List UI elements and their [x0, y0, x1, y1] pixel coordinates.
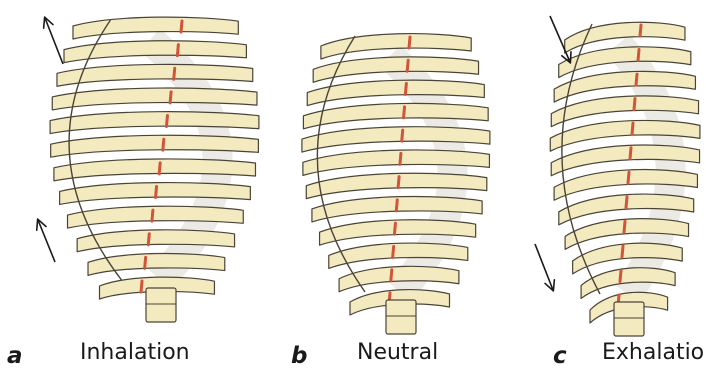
sternum-mark [141, 281, 142, 292]
sternum-mark [166, 116, 167, 127]
rib [57, 64, 253, 86]
inhalation-arrow-upper-icon [45, 18, 63, 64]
sternum-mark [407, 60, 408, 71]
spine-segment [386, 300, 416, 334]
sternum-mark [398, 177, 399, 188]
sternum-mark [638, 50, 639, 61]
sternum-mark [634, 99, 635, 110]
spine-segment [614, 302, 644, 336]
sternum-mark [394, 223, 395, 234]
rib [307, 80, 484, 105]
sternum-mark [396, 200, 397, 211]
sternum-mark [159, 163, 160, 174]
rib [52, 88, 257, 110]
sternum-mark [156, 186, 157, 197]
rib [303, 103, 488, 128]
exhalation-arrow-lower-icon [535, 244, 553, 290]
sternum-mark [630, 148, 631, 159]
sternum-mark [628, 172, 629, 183]
sternum-mark [148, 234, 149, 245]
ribcage-exhalation [550, 22, 700, 336]
sternum-mark [152, 210, 153, 221]
sternum-mark [400, 153, 401, 164]
sternum-mark [391, 270, 392, 281]
sternum-mark [170, 92, 171, 103]
sternum-mark [402, 130, 403, 141]
panel-letter-a: a [7, 341, 23, 371]
sternum-mark [626, 197, 627, 208]
sternum-mark [177, 45, 178, 56]
sternum-mark [163, 139, 164, 150]
sternum-mark [620, 270, 621, 281]
ribcage-inhalation [50, 17, 259, 322]
panel-letter-c: c [553, 341, 567, 371]
spine-segment [146, 288, 176, 322]
sternum-mark [640, 25, 641, 36]
sternum-mark [636, 74, 637, 85]
rib [329, 243, 468, 268]
sternum-mark [174, 68, 175, 79]
panel-caption-inhalation: Inhalation [80, 338, 190, 368]
rib [320, 220, 476, 245]
sternum-mark [624, 221, 625, 232]
panel-caption-neutral: Neutral [357, 338, 438, 368]
sternum-mark [409, 37, 410, 48]
panel-letter-b: b [291, 341, 307, 371]
sternum-mark [181, 21, 182, 32]
sternum-mark [622, 246, 623, 257]
sternum-mark [393, 246, 394, 257]
ribcage-neutral [302, 34, 490, 334]
inhalation-arrows [38, 18, 63, 262]
sternum-mark [632, 123, 633, 134]
sternum-mark [145, 257, 146, 268]
panel-caption-exhalation: Exhalation [602, 338, 706, 368]
sternum-mark [405, 84, 406, 95]
inhalation-arrow-lower-icon [38, 220, 55, 262]
sternum-mark [404, 107, 405, 118]
